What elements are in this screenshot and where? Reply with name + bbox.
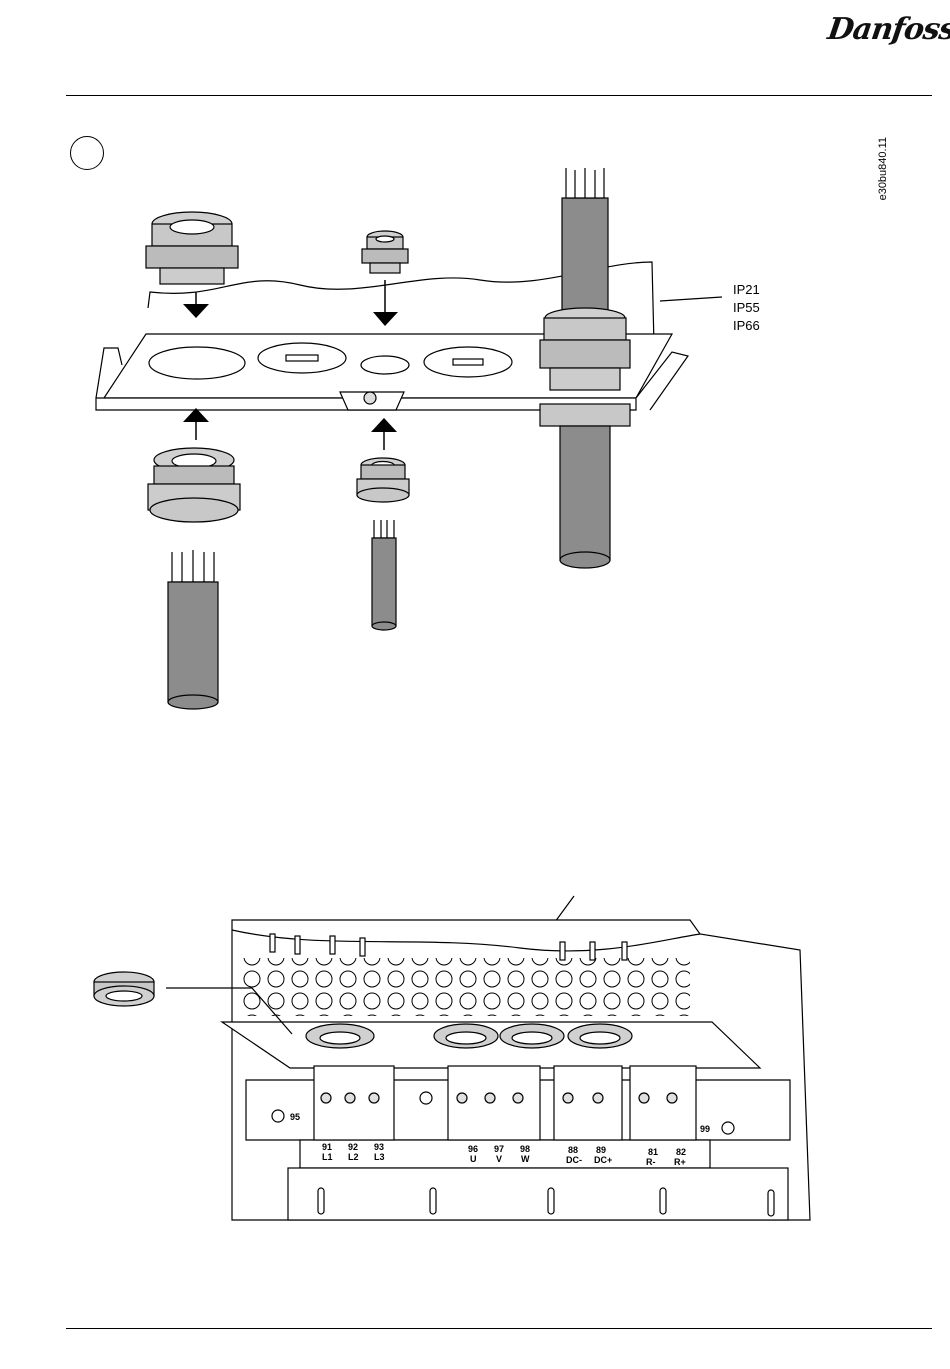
terminal-label-95: 95 [290, 1112, 300, 1122]
terminal-number-98: 98 [520, 1144, 530, 1154]
terminal-name-L2: L2 [348, 1152, 359, 1162]
terminal-number-91: 91 [322, 1142, 332, 1152]
terminal-label-99: 99 [700, 1124, 710, 1134]
terminal-number-81: 81 [648, 1147, 658, 1157]
large-cable-bottom [168, 550, 218, 709]
ip-leader-line [660, 297, 722, 301]
terminal-name-U: U [470, 1154, 477, 1164]
terminal-number-92: 92 [348, 1142, 358, 1152]
terminal-area-diagram [222, 896, 810, 1220]
large-cable-gland-bottom [148, 448, 240, 522]
terminal-name-R-plus: R+ [674, 1157, 686, 1167]
terminal-number-89: 89 [596, 1145, 606, 1155]
terminal-name-L3: L3 [374, 1152, 385, 1162]
arrow-up-small [371, 418, 397, 450]
large-cable-gland-top [146, 212, 238, 284]
small-cable-gland-top [362, 231, 408, 273]
terminal-number-96: 96 [468, 1144, 478, 1154]
terminal-name-R-minus: R- [646, 1157, 656, 1167]
terminal-name-DC-plus: DC+ [594, 1155, 612, 1165]
terminal-number-93: 93 [374, 1142, 384, 1152]
footer-rule [66, 1328, 932, 1329]
terminal-number-97: 97 [494, 1144, 504, 1154]
installed-cable-gland [540, 168, 630, 568]
terminal-name-L1: L1 [322, 1152, 333, 1162]
small-cable-gland-bottom [357, 458, 409, 502]
arrow-up-large [183, 408, 209, 440]
terminal-name-DC-minus: DC- [566, 1155, 582, 1165]
terminal-number-88: 88 [568, 1145, 578, 1155]
terminal-number-82: 82 [676, 1147, 686, 1157]
terminal-name-W: W [521, 1154, 530, 1164]
terminal-name-V: V [496, 1154, 502, 1164]
small-cable-bottom [372, 520, 396, 630]
